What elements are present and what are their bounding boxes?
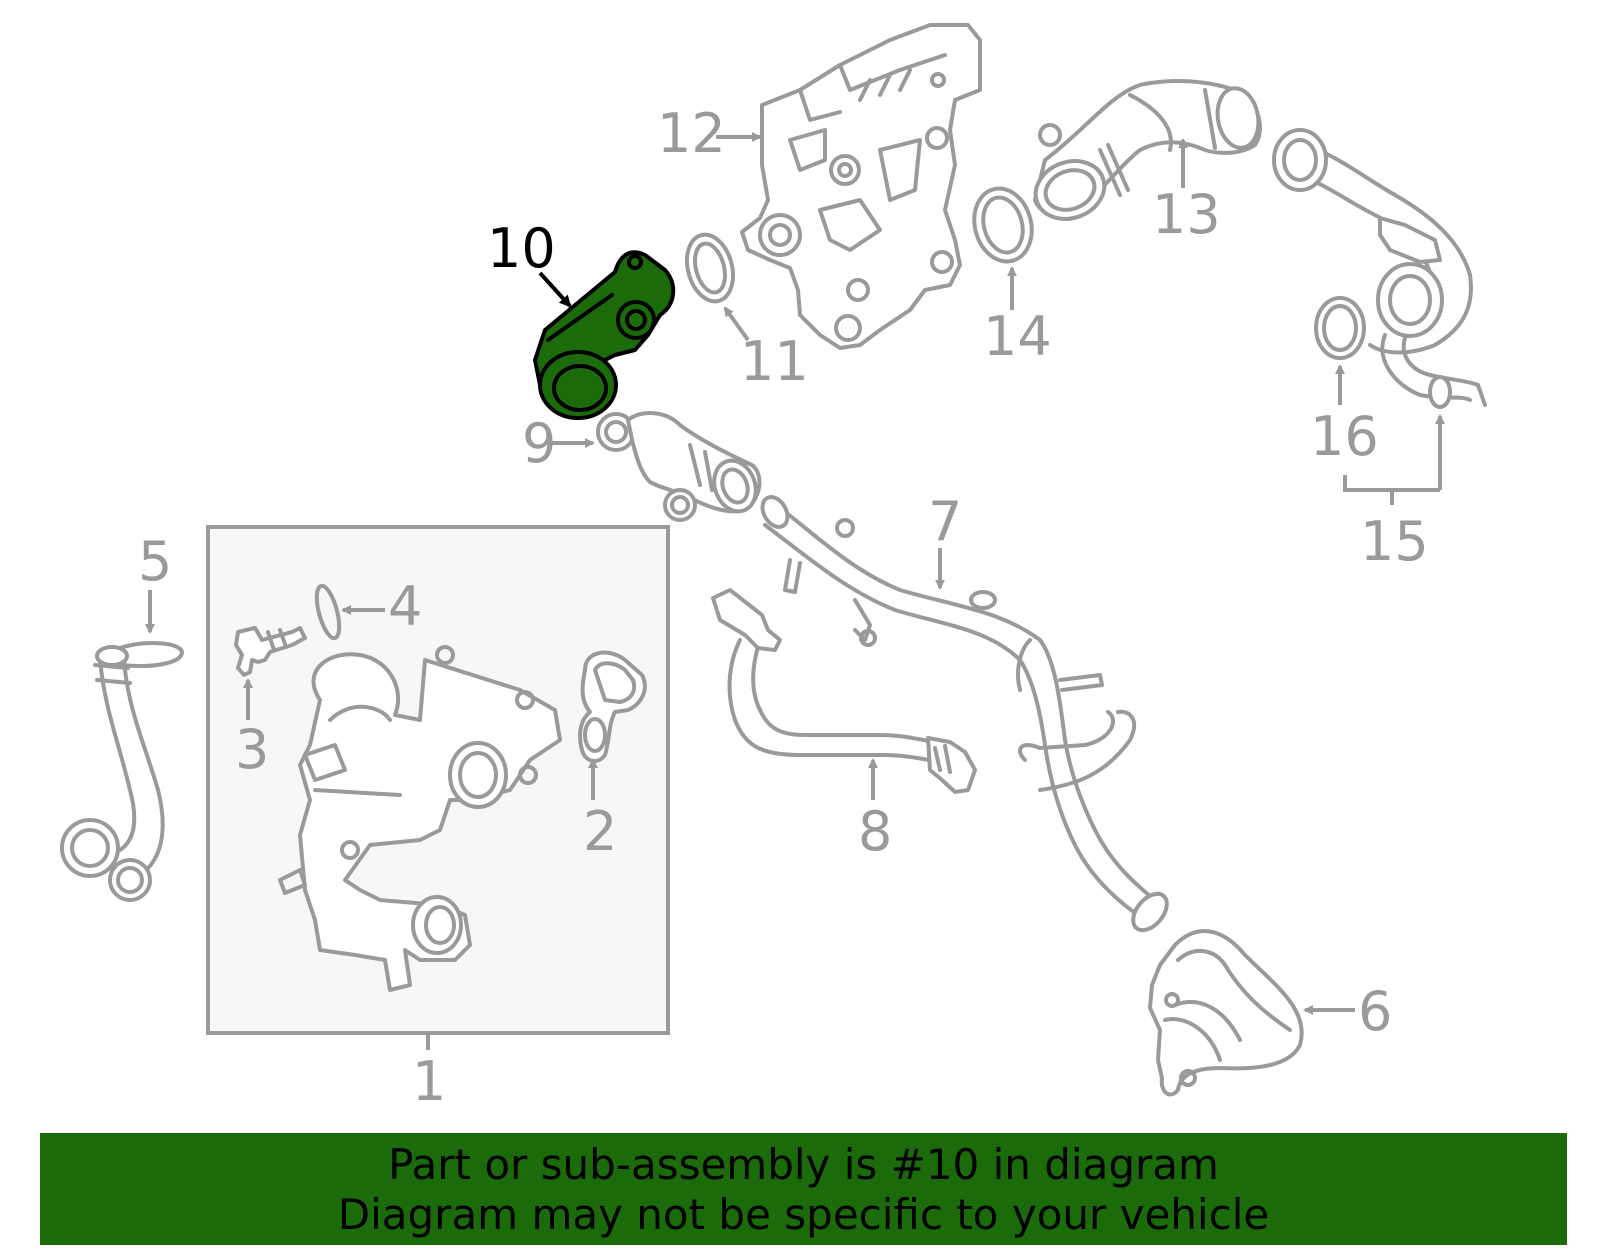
callout-10: 10 xyxy=(487,217,556,280)
callout-12: 12 xyxy=(657,102,726,165)
callout-16: 16 xyxy=(1310,405,1379,468)
part-14-gasket[interactable] xyxy=(966,182,1039,268)
part-3-sensor[interactable] xyxy=(234,626,307,677)
part-1-thermostat-housing[interactable] xyxy=(278,645,562,992)
callout-6: 6 xyxy=(1358,980,1392,1043)
part-7-coolant-pipe[interactable] xyxy=(757,493,1173,937)
part-5-hose[interactable] xyxy=(60,641,184,902)
part-15-pipe-assembly[interactable] xyxy=(1272,128,1487,409)
callout-13: 13 xyxy=(1152,183,1221,246)
callout-15: 15 xyxy=(1360,510,1429,573)
callout-3: 3 xyxy=(235,718,269,781)
part-16-ring[interactable] xyxy=(1314,296,1366,360)
part-12-bracket[interactable] xyxy=(740,23,982,350)
part-6-elbow[interactable] xyxy=(1148,929,1304,1097)
part-10-flange-highlighted[interactable] xyxy=(533,250,676,420)
callout-11: 11 xyxy=(740,330,809,393)
callout-1: 1 xyxy=(412,1050,446,1113)
part-4-o-ring[interactable] xyxy=(312,583,343,641)
part-2-gasket[interactable] xyxy=(578,650,647,763)
part-8-hose[interactable] xyxy=(711,588,977,794)
callout-7: 7 xyxy=(928,490,962,553)
banner-line-2: Diagram may not be specific to your vehi… xyxy=(337,1190,1270,1239)
part-9-connector[interactable] xyxy=(596,411,763,522)
callout-2: 2 xyxy=(583,800,617,863)
callout-4: 4 xyxy=(388,575,422,638)
callout-8: 8 xyxy=(858,800,892,863)
callout-9: 9 xyxy=(522,412,556,475)
banner-line-1: Part or sub-assembly is #10 in diagram xyxy=(388,1140,1219,1189)
part-13-hose[interactable] xyxy=(1028,78,1263,228)
part-11-o-ring[interactable] xyxy=(680,229,740,306)
callout-10-leader xyxy=(538,271,572,308)
callout-5: 5 xyxy=(138,530,172,593)
callout-14: 14 xyxy=(983,305,1052,368)
info-banner: Part or sub-assembly is #10 in diagram D… xyxy=(40,1133,1567,1245)
